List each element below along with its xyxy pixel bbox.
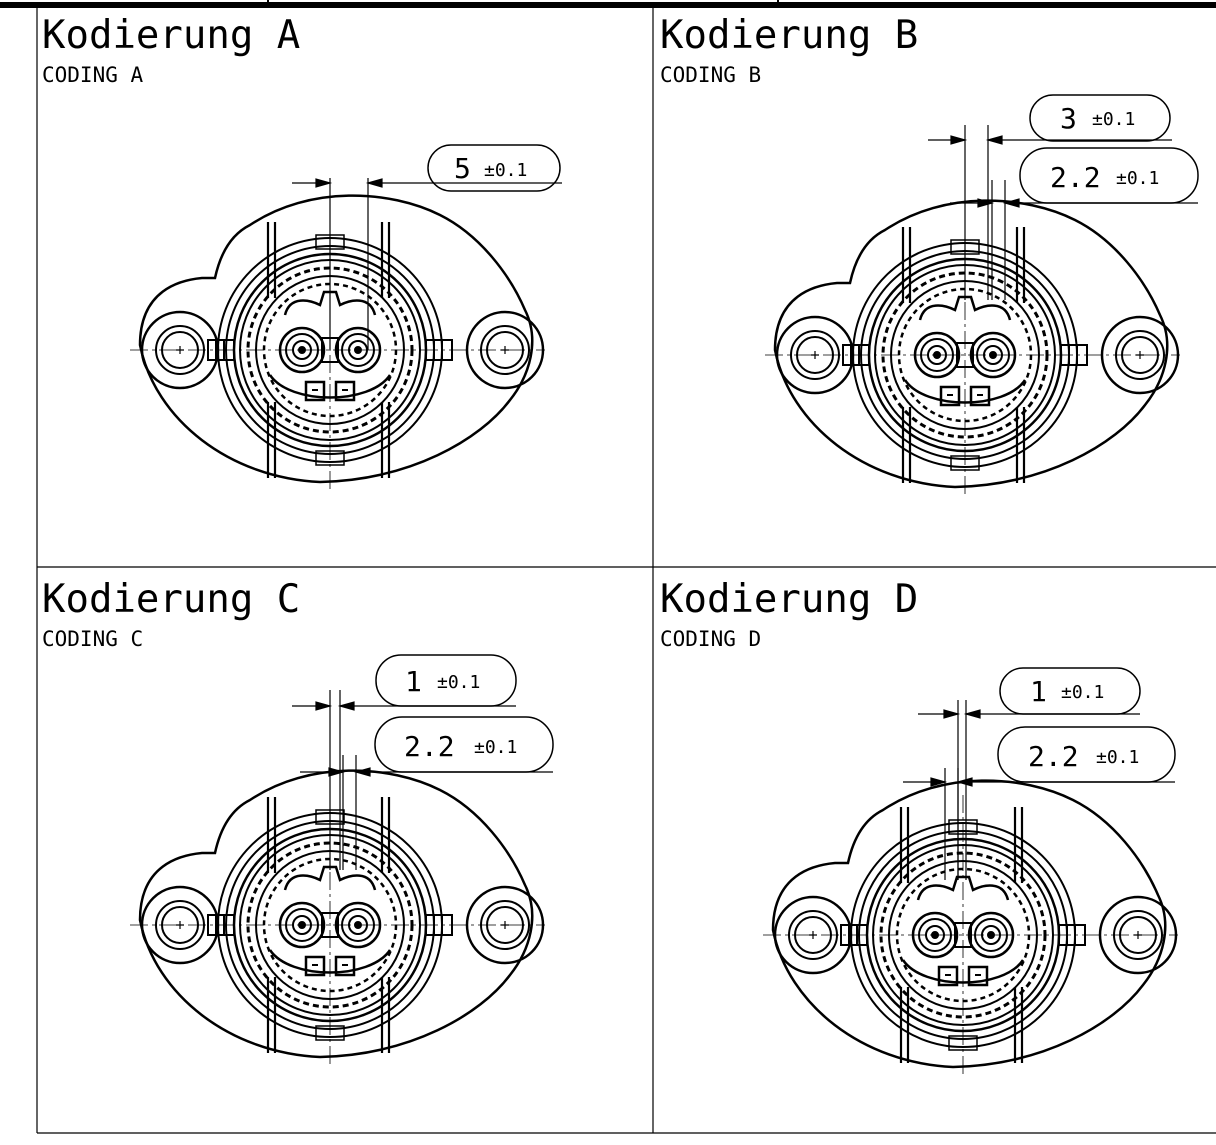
dimension-value: 2.2 [1028, 740, 1079, 773]
dimension-c-2 [300, 716, 554, 870]
dimension-value: 5 [454, 152, 471, 185]
dimension-value: 2.2 [1050, 161, 1101, 194]
panel-title: Kodierung D [660, 577, 918, 622]
panel-coding-b: Kodierung B CODING B 3 ±0.1 2.2 ±0.1 [660, 13, 1199, 497]
panel-coding-c: Kodierung C CODING C 1 ±0.1 2.2 ±0.1 [42, 577, 554, 1067]
dimension-value: 3 [1060, 102, 1077, 135]
connector-drawing [128, 194, 547, 492]
dimension-b-2 [950, 147, 1199, 300]
dimension-tolerance: ±0.1 [484, 160, 527, 181]
dimension-value: 1 [405, 665, 422, 698]
panel-title: Kodierung C [42, 577, 300, 622]
connector-drawing [763, 199, 1182, 497]
panel-title: Kodierung B [660, 13, 918, 58]
dimension-tolerance: ±0.1 [437, 672, 480, 693]
dimension-tolerance: ±0.1 [1092, 109, 1135, 130]
panel-subtitle: CODING A [42, 63, 144, 87]
panel-subtitle: CODING B [660, 63, 761, 87]
dimension-value: 2.2 [404, 730, 455, 763]
connector-drawing [128, 769, 547, 1067]
panel-coding-a: Kodierung A CODING A 5 ±0.1 [42, 13, 562, 492]
connector-drawing [761, 779, 1180, 1077]
dimension-tolerance: ±0.1 [474, 737, 517, 758]
dimension-b-1 [928, 94, 1172, 300]
dimension-d-1 [918, 667, 1141, 880]
dimension-a-1 [292, 144, 562, 350]
dimension-tolerance: ±0.1 [1116, 168, 1159, 189]
dimension-value: 1 [1030, 675, 1047, 708]
dimension-tolerance: ±0.1 [1061, 682, 1104, 703]
panel-subtitle: CODING C [42, 627, 143, 651]
panel-title: Kodierung A [42, 13, 300, 58]
panel-coding-d: Kodierung D CODING D 1 ±0.1 2.2 ±0.1 [660, 577, 1180, 1077]
dimension-c-1 [292, 654, 517, 870]
panel-subtitle: CODING D [660, 627, 761, 651]
dimension-d-2 [903, 726, 1176, 880]
dimension-tolerance: ±0.1 [1096, 747, 1139, 768]
